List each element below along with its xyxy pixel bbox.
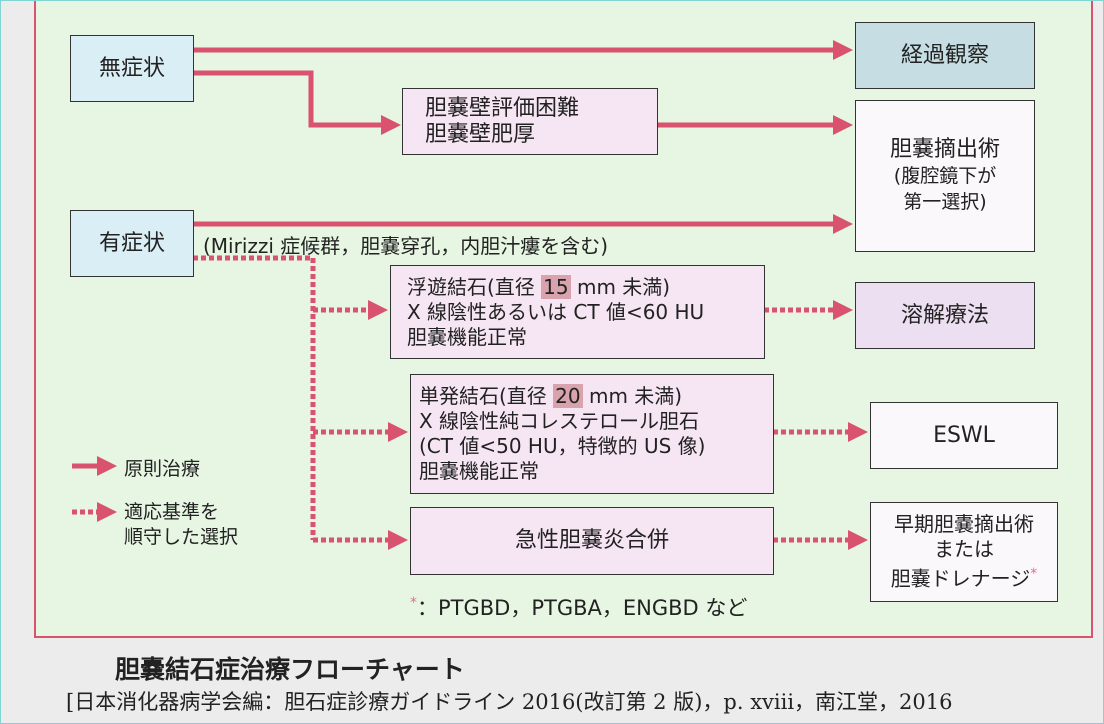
symptomatic-note: (Mirizzi 症候群，胆嚢穿孔，内胆汁瘻を含む)	[203, 234, 609, 258]
floating-stone-node: 浮遊結石(直径 15 mm 未満) X 線陰性あるいは CT 値<60 HU 胆…	[390, 265, 765, 359]
node-label: X 線陰性純コレステロール胆石	[419, 409, 700, 433]
size-highlight: 20	[553, 384, 583, 408]
figure-title: 胆嚢結石症治療フローチャート	[115, 655, 465, 684]
node-label: (CT 値<50 HU，特徴的 US 像)	[419, 434, 706, 458]
cholecystectomy-node: 胆嚢摘出術 (腹腔鏡下が 第一選択)	[855, 100, 1035, 252]
single-stone-node: 単発結石(直径 20 mm 未満) X 線陰性純コレステロール胆石 (CT 値<…	[410, 374, 774, 494]
node-label: 胆嚢機能正常	[419, 459, 539, 483]
node-label: 溶解療法	[900, 302, 989, 328]
node-label: 胆嚢壁肥厚	[425, 121, 536, 147]
node-label: 有症状	[98, 230, 165, 256]
footnote: *：PTGBD，PTGBA，ENGBD など	[410, 595, 748, 620]
node-label: 胆嚢機能正常	[407, 324, 527, 349]
size-highlight: 15	[541, 274, 571, 299]
dotted-trunk	[193, 255, 316, 540]
node-label: 経過観察	[900, 42, 989, 68]
node-label: 急性胆嚢炎合併	[514, 528, 669, 553]
dissolution-node: 溶解療法	[855, 282, 1035, 349]
node-label: 早期胆嚢摘出術	[894, 512, 1034, 537]
node-label: 第一選択)	[903, 191, 987, 213]
node-label: (腹腔鏡下が	[893, 165, 997, 187]
node-label: 胆嚢壁評価困難	[425, 95, 580, 121]
legend-dotted-label: 適応基準を順守した選択	[124, 501, 239, 548]
symptomatic-node: 有症状	[70, 210, 194, 277]
arrow-asymptomatic-to-wall	[193, 70, 401, 135]
node-label: または	[934, 537, 994, 562]
eswl-node: ESWL	[870, 402, 1058, 469]
asterisk-mark: *	[410, 595, 417, 611]
early-cholecystectomy-node: 早期胆嚢摘出術 または 胆嚢ドレナージ*	[870, 502, 1058, 602]
node-label: 浮遊結石(直径 15 mm 未満)	[407, 274, 671, 299]
asterisk-mark: *	[1030, 566, 1038, 583]
node-label: 胆嚢摘出術	[889, 137, 1000, 162]
figure-citation: [日本消化器病学会編：胆石症診療ガイドライン 2016(改訂第 2 版)，p. …	[66, 690, 953, 714]
legend-solid-label: 原則治療	[124, 458, 201, 480]
node-label: 胆嚢ドレナージ*	[890, 566, 1038, 591]
node-label: X 線陰性あるいは CT 値<60 HU	[407, 299, 705, 324]
gallbladder-wall-node: 胆嚢壁評価困難 胆嚢壁肥厚	[402, 88, 658, 155]
asymptomatic-node: 無症状	[70, 35, 194, 102]
observation-node: 経過観察	[855, 22, 1035, 89]
node-label: ESWL	[933, 422, 995, 448]
acute-cholecystitis-node: 急性胆嚢炎合併	[410, 507, 774, 575]
node-label: 無症状	[98, 55, 165, 81]
node-label: 単発結石(直径 20 mm 未満)	[419, 384, 683, 408]
